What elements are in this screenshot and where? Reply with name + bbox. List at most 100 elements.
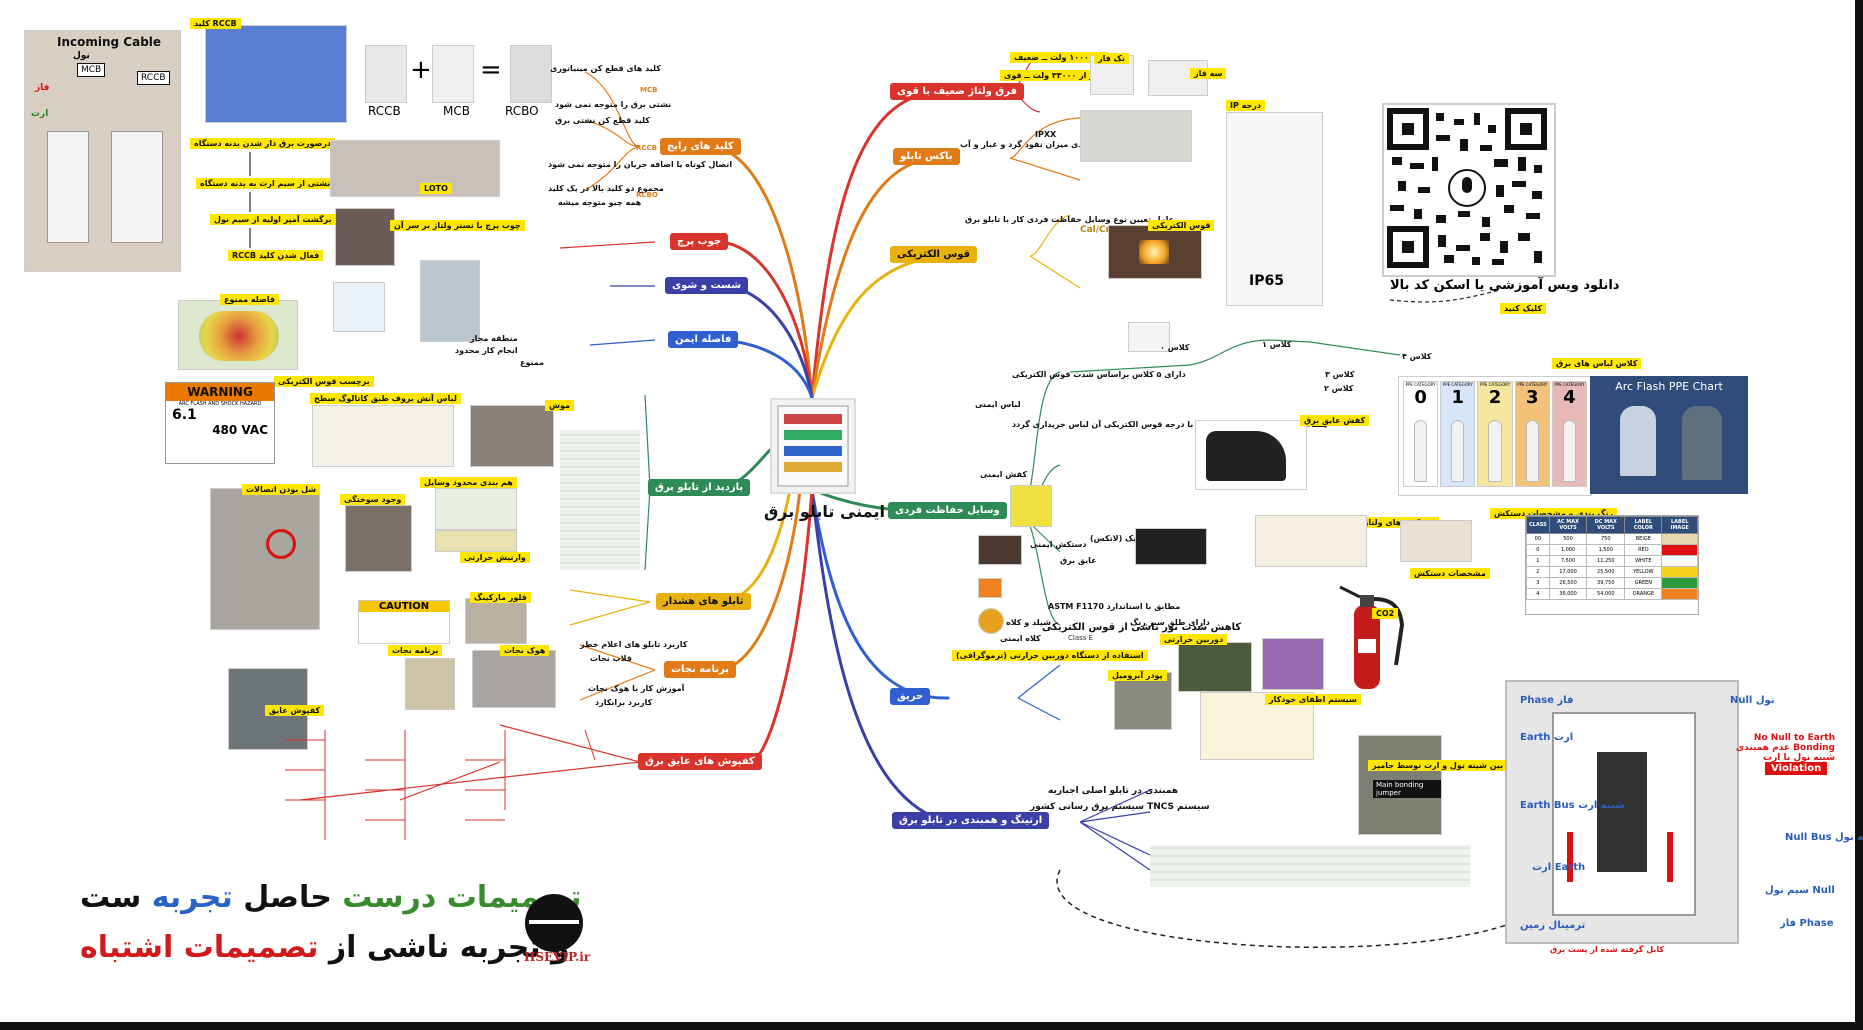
flow-step: درصورت برق دار شدن بدنه دستگاه <box>190 138 336 149</box>
branch-wash[interactable]: شست و شوی <box>665 277 749 294</box>
mcb-device <box>47 131 89 243</box>
ppe-figure <box>1562 420 1577 482</box>
rcbo-device-image <box>510 45 552 103</box>
center-title: ایمنی تابلو برق <box>764 502 885 521</box>
inspection-tag: هم بندی محدود وسایل <box>420 477 517 488</box>
incoming-nol: نول <box>73 51 90 61</box>
table-header-cell: CLASS <box>1526 516 1550 534</box>
table-cell: YELLOW <box>1624 566 1663 578</box>
rescue-note: قلاب نجات <box>590 654 632 663</box>
branch-voltage[interactable]: فرق ولتاژ ضعیف با قوی <box>890 83 1024 100</box>
floor-marking-photo <box>465 598 527 644</box>
glove-stamp-photo <box>1400 520 1472 562</box>
branch-box[interactable]: باکس تابلو <box>893 148 960 165</box>
voltage-note: سه فاز <box>1190 68 1227 79</box>
rescue-hook-photo <box>472 650 556 708</box>
rccb-tag: RCCB کلید <box>190 18 241 29</box>
panel-null-label: Null نول <box>1730 695 1775 706</box>
arc-labels-tag: لباس آتش بروف طبق کاتالوگ سطح <box>310 393 461 404</box>
qr-code[interactable] <box>1382 103 1556 277</box>
fire-note: پودر آبرومیل <box>1108 670 1167 681</box>
qr-caption[interactable]: دانلود ویس آموزشی یا اسکن کد بالا <box>1390 278 1620 293</box>
ip-chart: IP65 <box>1226 112 1323 306</box>
label-swatch <box>1661 577 1698 589</box>
table-cell: 1,000 <box>1548 544 1588 556</box>
table-header-cell: LABEL IMAGE <box>1661 516 1698 534</box>
branch-line-fire <box>810 488 950 700</box>
ppe-note: لاستیک (لاتکس) <box>1090 534 1154 543</box>
ip65-label: IP65 <box>1249 273 1284 289</box>
ppe-category-number: 0 <box>1414 387 1427 408</box>
table-cell: 54,000 <box>1586 588 1626 600</box>
wash-icon-photo <box>333 282 385 332</box>
quote-word: درست <box>342 880 437 915</box>
quote-word: حاصل <box>243 880 332 915</box>
inspection-tag: وجود سوختگی <box>340 494 406 505</box>
flow-step: فعال شدن کلید RCCB <box>228 250 324 261</box>
voltage-note: تک فاز <box>1094 53 1129 64</box>
safe-distance-tag: فاصله ممنوع <box>220 294 279 305</box>
branch-line-box <box>810 156 940 400</box>
warning-label: WARNING ARC FLASH AND SHOCK HAZARD 6.1 4… <box>165 382 275 464</box>
click-tag[interactable]: کلیک کنید <box>1500 303 1546 314</box>
flow-arrows <box>249 152 251 248</box>
switch-sub-mcb: MCB <box>640 86 658 94</box>
arc-unit: Cal/Cm2 <box>1080 225 1122 235</box>
branch-distance[interactable]: فاصله ایمن <box>668 331 739 348</box>
ppe-note: کفش ایمنی <box>980 470 1027 479</box>
hsevip-logo <box>525 894 583 952</box>
ppe-category-label: PPE CATEGORY <box>1442 382 1473 387</box>
earth-note: همبندی بین شینه نول و ارت توسط جامپر <box>1368 760 1540 771</box>
quote-word: تجربه <box>151 880 233 915</box>
table-header-cell: AC MAX VOLTS <box>1548 516 1588 534</box>
branch-arc[interactable]: قوس الکتریکی <box>890 246 978 263</box>
ppe-category-label: PPE CATEGORY <box>1479 382 1511 387</box>
co2-extinguisher-icon <box>1339 585 1405 689</box>
table-cell: 1,500 <box>1586 544 1626 556</box>
table-cell: 3 <box>1526 577 1550 589</box>
table-cell: 4 <box>1526 588 1550 600</box>
branch-inspection[interactable]: بازدید از تابلو برق <box>648 479 751 496</box>
branch-ppe[interactable]: وسایل حفاظت فردی <box>888 502 1007 519</box>
blurred-earth-notes <box>1150 845 1470 887</box>
safe-sub: ممنوع <box>520 358 545 367</box>
ppe-category-label: PPE CATEGORY <box>1405 382 1436 387</box>
helmet-photo <box>978 608 1004 634</box>
ppe-category-number: 1 <box>1451 387 1465 408</box>
branch-floor-mats[interactable]: کفپوش های عایق برق <box>638 753 762 770</box>
branch-warning-signs[interactable]: تابلو های هشدار <box>656 593 751 610</box>
panel-earth2-label: ارت Earth <box>1532 862 1586 873</box>
ppe-note: دستکش ایمنی <box>1030 540 1087 549</box>
ppe-note: Class E <box>1068 634 1094 642</box>
incoming-earth: ارت <box>31 109 49 119</box>
ip-rating-tag: درجه IP <box>1226 100 1265 111</box>
branch-fire[interactable]: حریق <box>890 688 931 705</box>
branch-rescue[interactable]: برنامه نجات <box>664 661 736 678</box>
table-cell: 00 <box>1526 533 1550 545</box>
branch-earthing[interactable]: ارتینگ و همبندی در تابلو برق <box>892 812 1050 829</box>
table-header-cell: LABEL COLOR <box>1624 516 1663 534</box>
branch-line-arc <box>810 254 950 400</box>
gloves-photo <box>978 535 1022 565</box>
ppe-class: کلاس ۲ <box>1324 384 1354 393</box>
arc-flash-tag: قوس الکتریکی <box>1148 220 1215 231</box>
branch-rivet[interactable]: چوب پرچ <box>670 233 729 250</box>
violation-badge: Violation <box>1765 762 1828 775</box>
ppe-class: کلاس ۰ <box>1160 343 1190 352</box>
branch-switches[interactable]: کلید های رایج <box>660 138 741 155</box>
ppe-category-number: 3 <box>1525 387 1539 408</box>
ppe-note: مطابق با استاندارد ASTM F1170 <box>1048 602 1181 611</box>
warning-tag: هوک نجات <box>500 645 550 656</box>
balaclava-photo <box>1128 322 1170 352</box>
panel-phase-label: Phase فاز <box>1520 695 1574 706</box>
ppe-class: کلاس ۳ <box>1325 370 1355 379</box>
table-cell: 500 <box>1548 533 1588 545</box>
fire-note: دوربین حرارتی <box>1160 634 1228 645</box>
rcbo-caption: RCBO <box>505 104 539 118</box>
arc-flash-chart-title: Arc Flash PPE Chart <box>1615 380 1723 393</box>
